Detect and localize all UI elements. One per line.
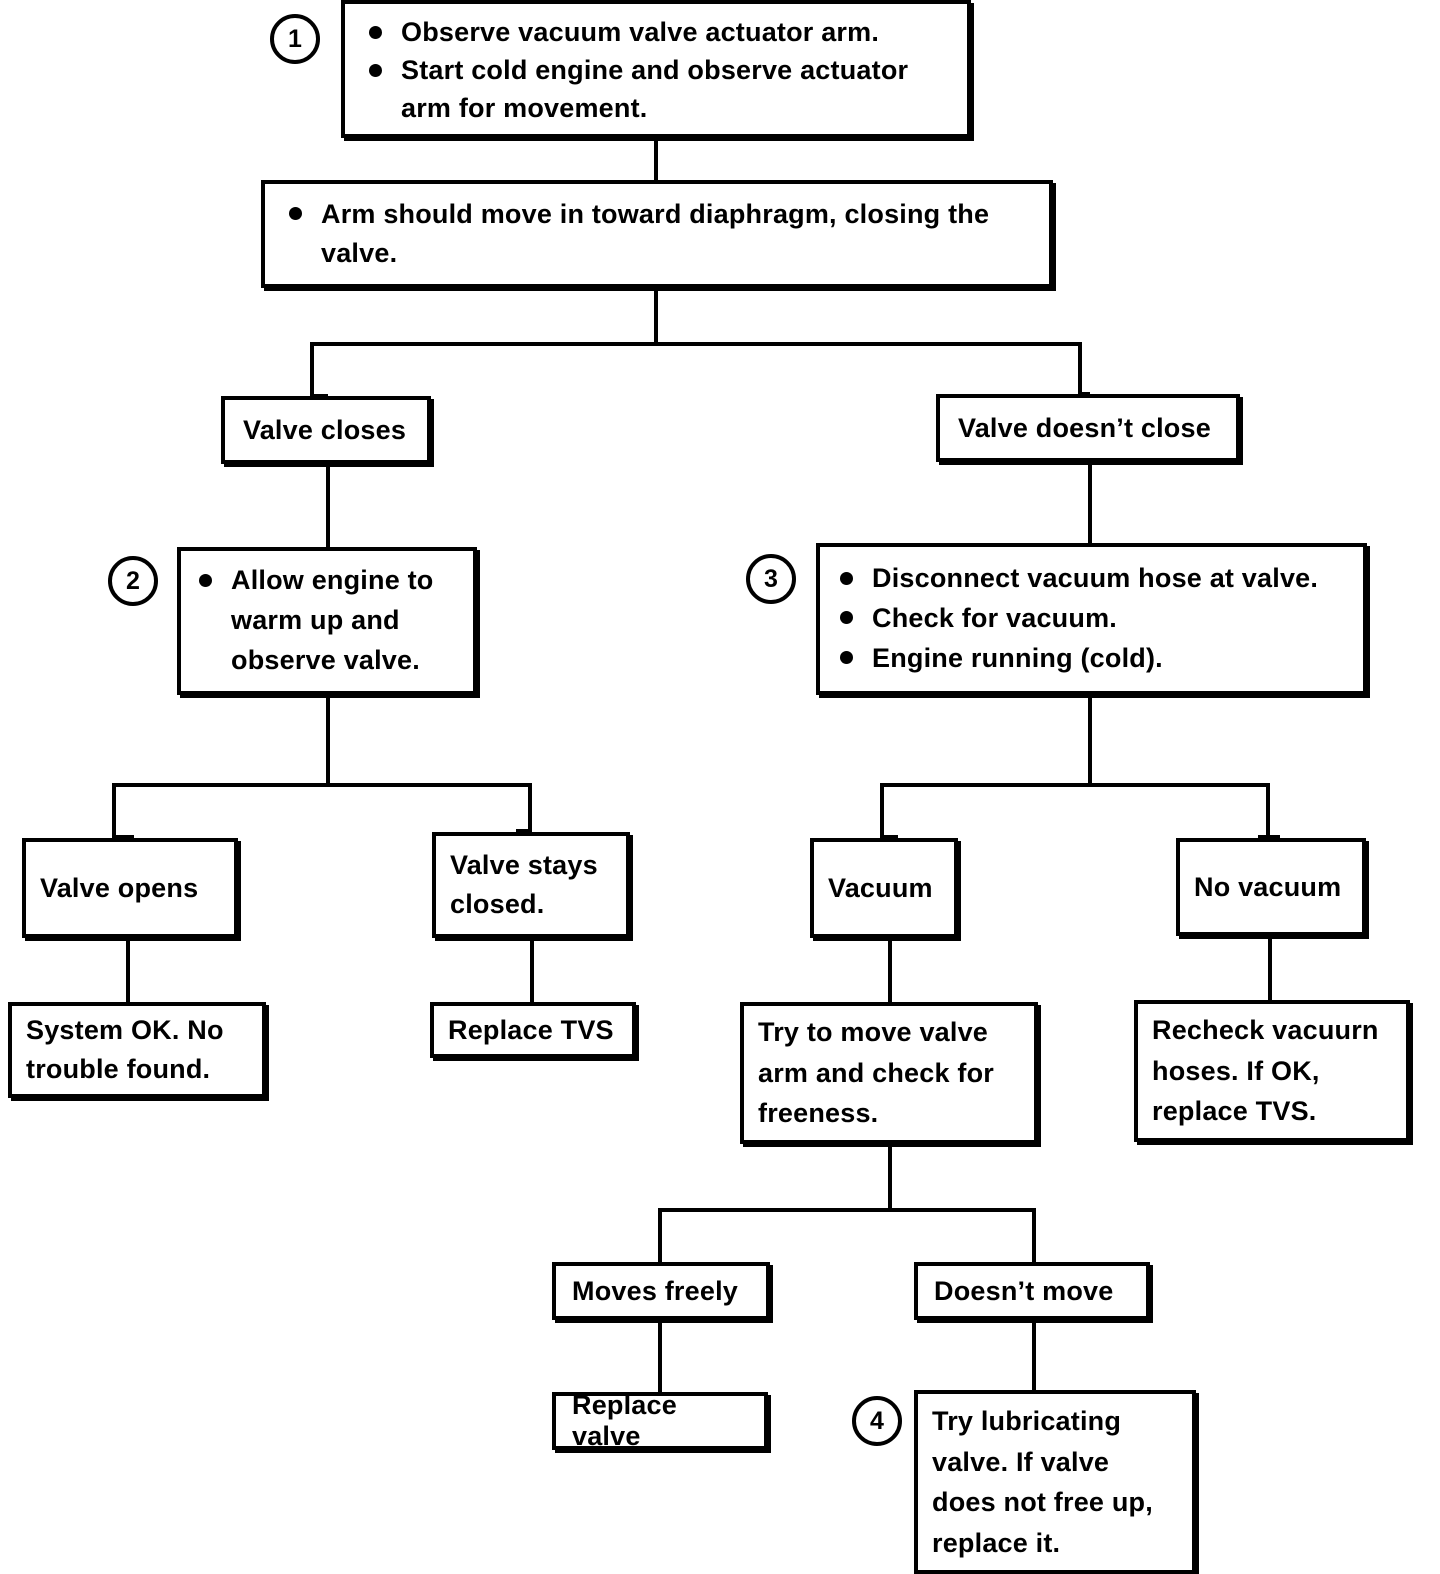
connector-try-move-down xyxy=(888,1142,892,1210)
connector-step1-to-step1b xyxy=(654,134,658,182)
node-replace-valve[interactable]: Replace valve xyxy=(552,1390,768,1451)
connector-step2-split-left-drop xyxy=(112,783,116,839)
connector-doesnt-move-to-step4 xyxy=(1032,1318,1036,1392)
connector-step2-split-right-drop xyxy=(528,783,532,833)
connector-vacuum-to-try-move xyxy=(888,936,892,1004)
step-number-3-text: 3 xyxy=(764,564,778,593)
node-step-1[interactable]: Observe vacuum valve actuator arm. Start… xyxy=(341,0,971,138)
connector-valve-closes-to-step2 xyxy=(326,462,330,550)
step-3-bullet-1: Check for vacuum. xyxy=(832,599,1351,639)
node-step-3[interactable]: Disconnect vacuum hose at valve. Check f… xyxy=(816,543,1367,695)
connector-valve-doesnt-close-to-step3 xyxy=(1088,460,1092,546)
step-3-bullet-0: Disconnect vacuum hose at valve. xyxy=(832,559,1351,599)
connector-bottom-split-bar xyxy=(658,1208,1036,1212)
connector-step1b-down xyxy=(654,286,658,344)
connector-split-left-drop xyxy=(310,342,314,398)
step-number-4-text: 4 xyxy=(870,1406,884,1435)
step-number-1-text: 1 xyxy=(288,24,302,53)
connector-step3-split-left-drop xyxy=(880,783,884,839)
step-3-bullet-list: Disconnect vacuum hose at valve. Check f… xyxy=(832,559,1351,678)
node-arm-should-move[interactable]: Arm should move in toward diaphragm, clo… xyxy=(261,180,1053,288)
step-1-bullet-0: Observe vacuum valve actuator arm. xyxy=(361,14,951,52)
connector-valve-stays-closed-to-replace-tvs xyxy=(530,936,534,1004)
vacuum-label: Vacuum xyxy=(828,872,933,903)
step-number-circle-3: 3 xyxy=(746,554,796,604)
connector-split-right-drop xyxy=(1078,342,1082,396)
connector-step3-split-bar xyxy=(880,783,1270,787)
no-vacuum-label: No vacuum xyxy=(1194,871,1342,902)
replace-valve-label: Replace valve xyxy=(572,1390,677,1451)
node-step-4[interactable]: Try lubricating valve. If valve does not… xyxy=(914,1390,1196,1574)
connector-bottom-split-right-drop xyxy=(1032,1208,1036,1266)
step-number-circle-1: 1 xyxy=(270,14,320,64)
node-doesnt-move[interactable]: Doesn’t move xyxy=(914,1262,1150,1320)
node-step-2[interactable]: Allow engine to warm up and observe valv… xyxy=(177,547,477,695)
moves-freely-label: Moves freely xyxy=(572,1275,738,1306)
connector-split-bar-top xyxy=(310,342,1082,346)
step-1-bullet-list: Observe vacuum valve actuator arm. Start… xyxy=(361,14,951,127)
arm-should-move-bullet-0: Arm should move in toward diaphragm, clo… xyxy=(281,195,1033,273)
step-4-label: Try lubricating valve. If valve does not… xyxy=(932,1406,1153,1558)
node-vacuum[interactable]: Vacuum xyxy=(810,838,958,938)
node-moves-freely[interactable]: Moves freely xyxy=(552,1262,770,1320)
valve-doesnt-close-label: Valve doesn’t close xyxy=(958,412,1211,443)
valve-closes-label: Valve closes xyxy=(243,414,407,445)
step-2-bullet-0: Allow engine to warm up and observe valv… xyxy=(191,561,463,680)
replace-tvs-label: Replace TVS xyxy=(448,1014,614,1045)
node-valve-stays-closed[interactable]: Valve stays closed. xyxy=(432,832,630,938)
connector-moves-freely-to-replace-valve xyxy=(658,1318,662,1394)
node-recheck-vacuum-hoses[interactable]: Recheck vacuurn hoses. If OK, replace TV… xyxy=(1134,1000,1410,1142)
try-to-move-label: Try to move valve arm and check for free… xyxy=(758,1017,994,1129)
recheck-hoses-label: Recheck vacuurn hoses. If OK, replace TV… xyxy=(1152,1015,1379,1127)
node-valve-closes[interactable]: Valve closes xyxy=(221,396,431,464)
arm-should-move-bullet-list: Arm should move in toward diaphragm, clo… xyxy=(281,195,1033,273)
connector-no-vacuum-to-recheck xyxy=(1268,934,1272,1002)
connector-bottom-split-left-drop xyxy=(658,1208,662,1266)
system-ok-label: System OK. No trouble found. xyxy=(26,1014,224,1084)
node-valve-opens[interactable]: Valve opens xyxy=(22,838,238,938)
node-replace-tvs[interactable]: Replace TVS xyxy=(430,1002,636,1058)
step-number-circle-4: 4 xyxy=(852,1396,902,1446)
connector-step3-split-right-drop xyxy=(1266,783,1270,839)
valve-stays-closed-label: Valve stays closed. xyxy=(450,849,598,919)
valve-opens-label: Valve opens xyxy=(40,872,199,903)
connector-step2-split-bar xyxy=(112,783,532,787)
node-no-vacuum[interactable]: No vacuum xyxy=(1176,838,1366,936)
step-3-bullet-2: Engine running (cold). xyxy=(832,639,1351,679)
connector-valve-opens-to-system-ok xyxy=(126,936,130,1004)
connector-into-valve-stays-closed xyxy=(516,829,532,833)
node-system-ok[interactable]: System OK. No trouble found. xyxy=(8,1002,266,1098)
doesnt-move-label: Doesn’t move xyxy=(934,1275,1114,1306)
step-1-bullet-1: Start cold engine and observe actuator a… xyxy=(361,52,951,128)
connector-step3-down xyxy=(1088,693,1092,785)
step-number-circle-2: 2 xyxy=(108,556,158,606)
step-number-2-text: 2 xyxy=(126,566,140,595)
connector-into-vacuum xyxy=(880,835,898,839)
connector-step2-down xyxy=(326,693,330,785)
connector-into-no-vacuum xyxy=(1258,835,1280,839)
node-valve-doesnt-close[interactable]: Valve doesn’t close xyxy=(936,394,1240,462)
node-try-to-move-valve-arm[interactable]: Try to move valve arm and check for free… xyxy=(740,1002,1038,1144)
connector-into-valve-opens xyxy=(112,835,134,839)
step-2-bullet-list: Allow engine to warm up and observe valv… xyxy=(191,561,463,680)
